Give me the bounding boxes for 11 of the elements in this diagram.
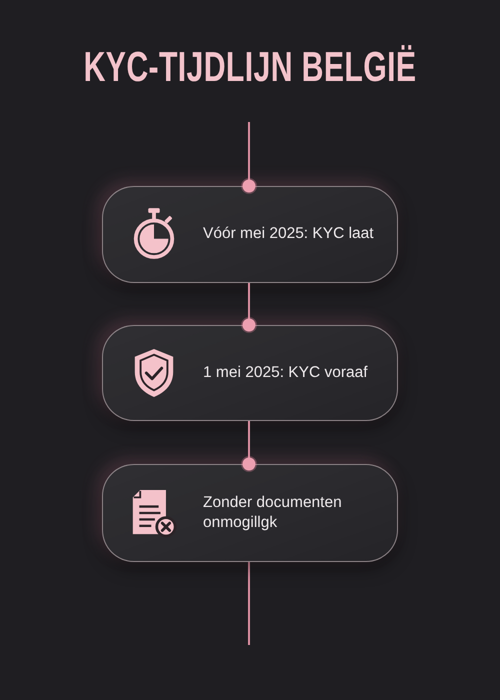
event-text: Zonder documenten onmogillgk xyxy=(203,492,343,532)
timeline-card xyxy=(102,325,398,421)
event-text: Vóór mei 2025: KYC laat xyxy=(203,224,374,244)
timeline-line xyxy=(241,421,257,472)
timeline-card xyxy=(102,186,398,283)
timeline-line xyxy=(241,122,257,194)
timeline-line xyxy=(248,562,250,645)
event-text: 1 mei 2025: KYC voraaf xyxy=(203,362,368,382)
timeline-line xyxy=(241,283,257,333)
title: KYC-TIJDLIJN BELGIË xyxy=(84,46,416,88)
timeline-card xyxy=(102,464,398,562)
